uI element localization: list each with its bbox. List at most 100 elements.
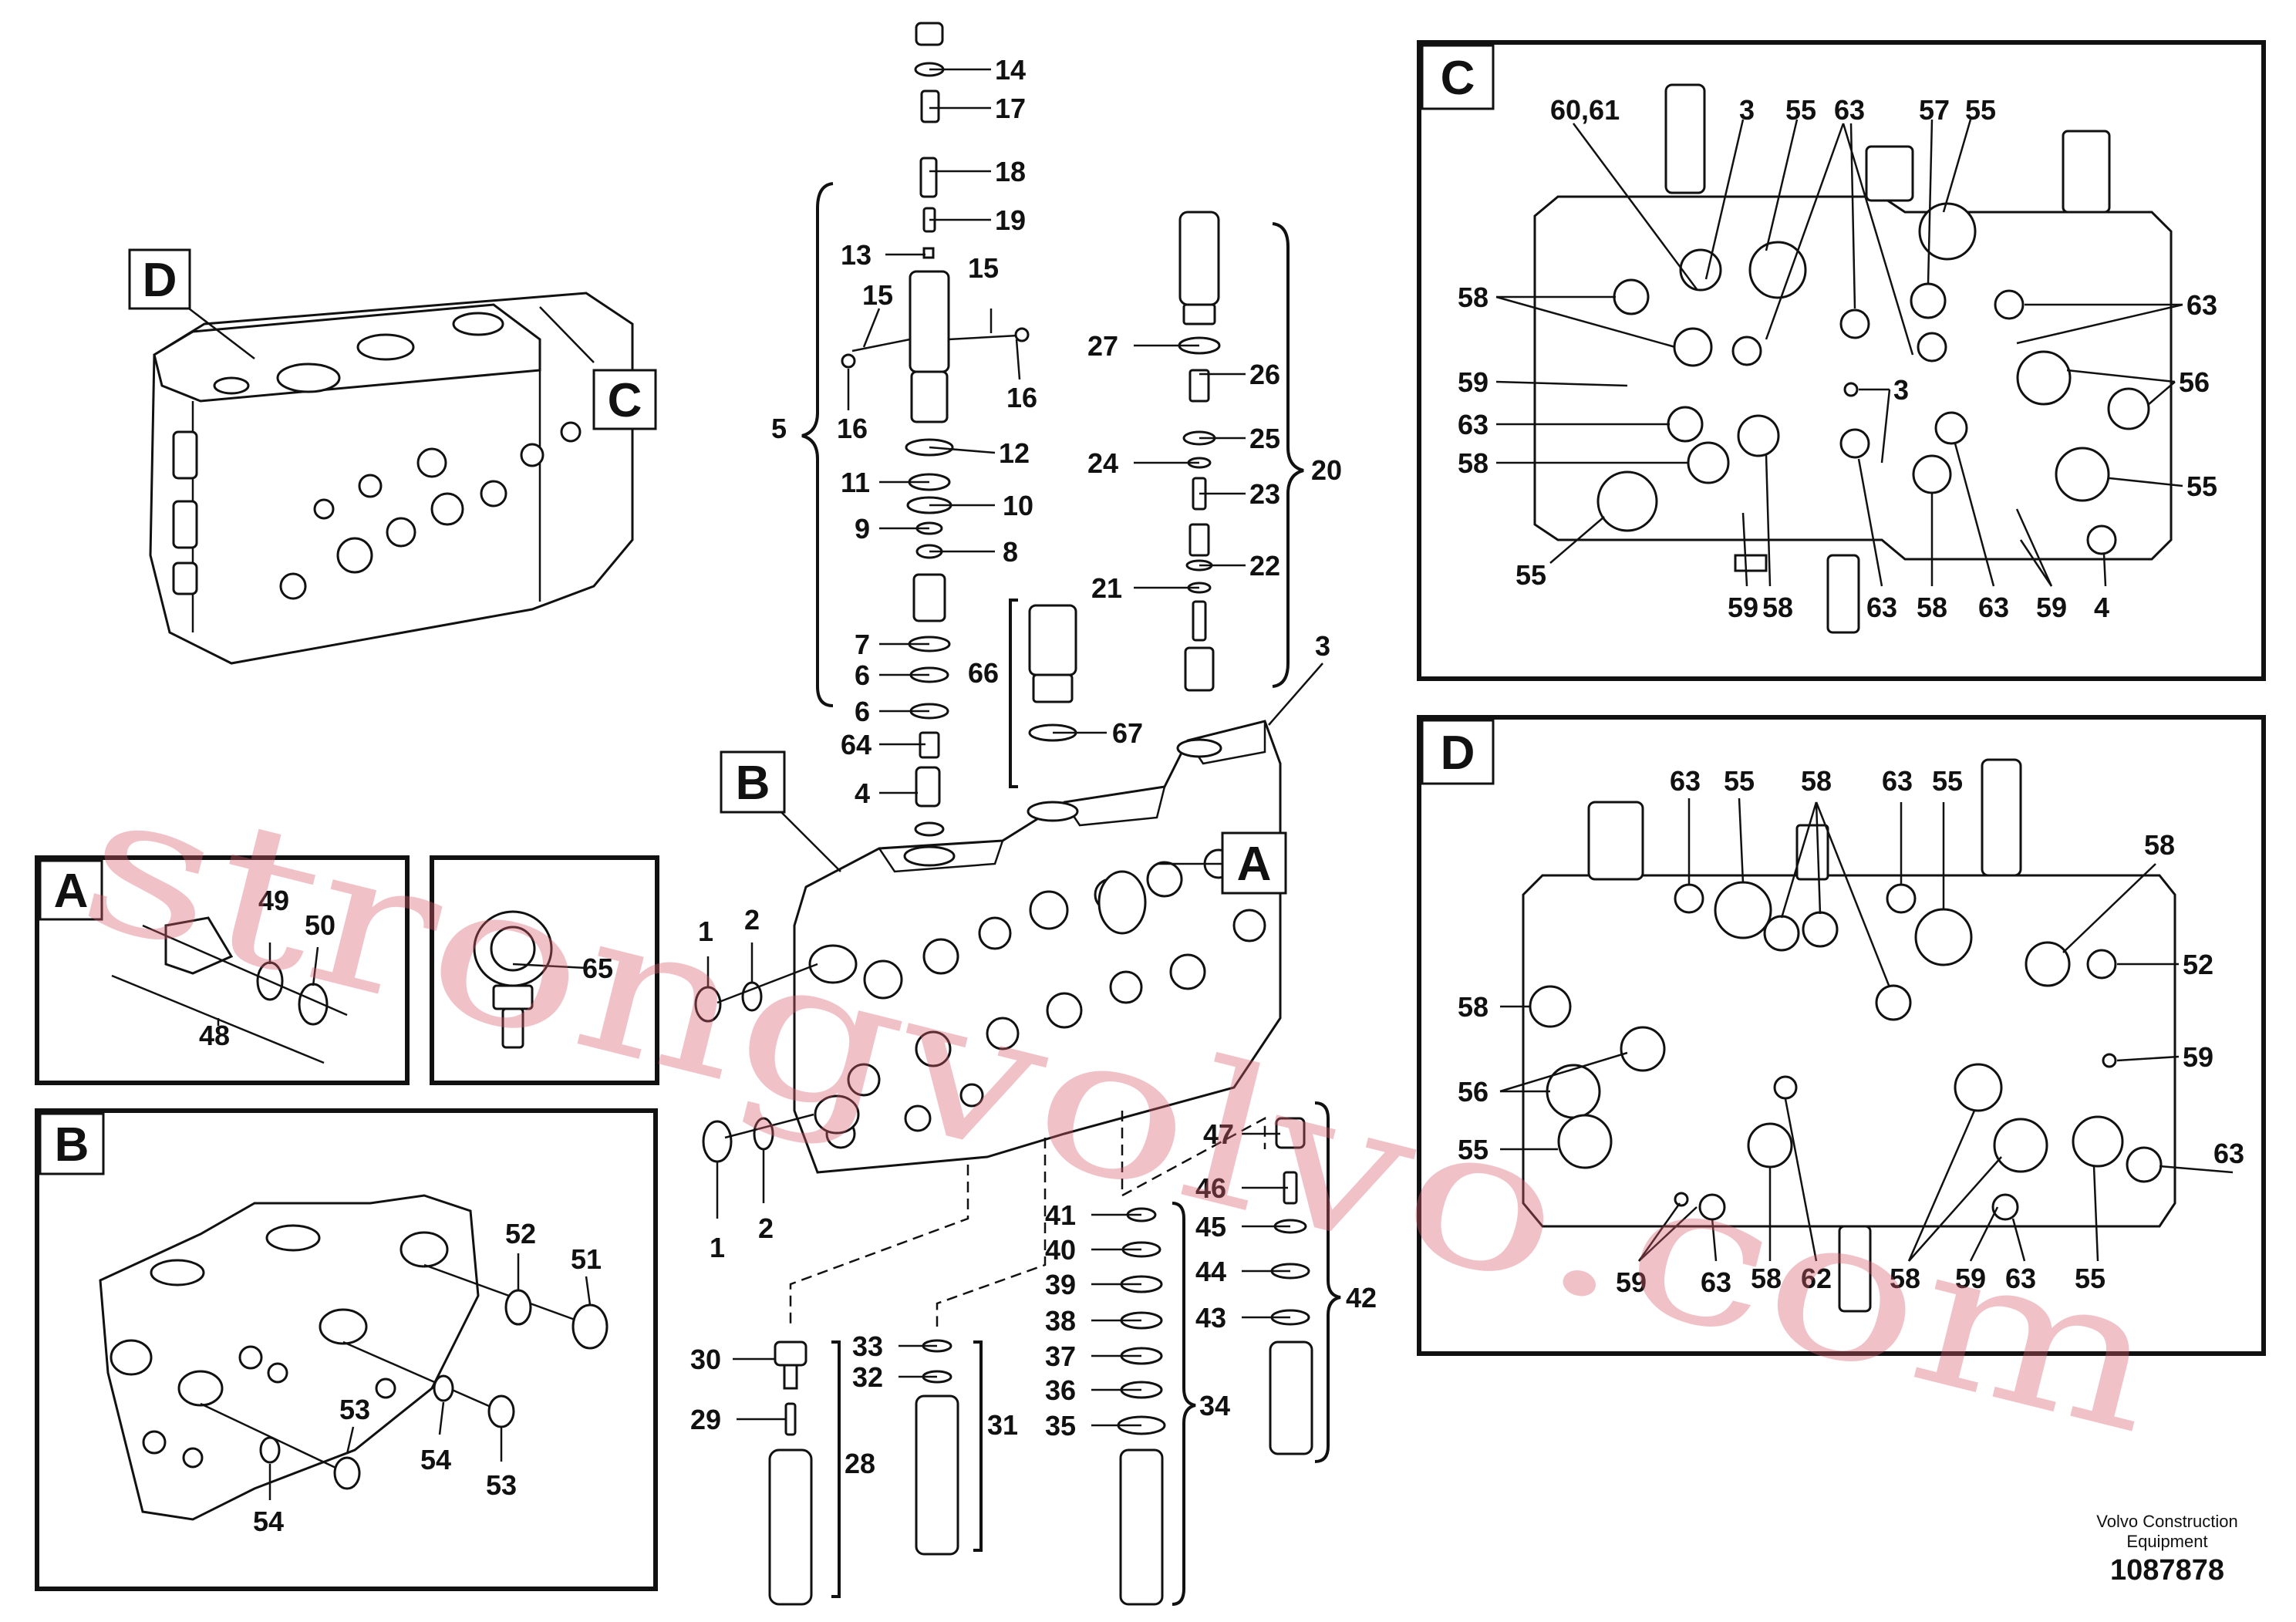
view-c-callout-4: 63 [1834,94,1865,126]
view-c-callout-17: 58 [1762,592,1793,623]
view-c-callout-15: 55 [1515,559,1546,591]
view-c-callout-19: 58 [1917,592,1947,623]
callout-2-bottom: 2 [758,1212,774,1244]
view-d-callout-7: 52 [2183,949,2213,980]
relief-valve-stack [841,22,1030,837]
box-a-label: A [54,865,89,918]
callout-16-left: 16 [837,413,868,444]
detail-box-b: B [35,1108,658,1591]
plugs-1-2 [694,943,818,1219]
callout-24: 24 [1087,447,1118,479]
callout-25: 25 [1249,423,1280,454]
callout-1-top: 1 [698,916,713,947]
callout-14: 14 [995,54,1026,86]
callout-35: 35 [1045,1410,1076,1442]
main-valve-body [793,720,1282,1174]
stack-leads [847,68,1021,794]
callout-29: 29 [690,1404,721,1435]
callout-9: 9 [855,513,870,545]
box-c-leads [1495,119,2183,587]
view-d-callout-4: 63 [1882,765,1913,797]
view-c-callout-18: 63 [1866,592,1897,623]
view-d-callout-10: 56 [1458,1076,1489,1108]
callout-51: 51 [571,1243,602,1275]
view-c-callout-5: 57 [1919,94,1950,126]
callout-38: 38 [1045,1305,1076,1337]
callout-5: 5 [771,413,787,444]
callout-44: 44 [1195,1256,1226,1287]
detail-box-a: A [35,855,410,1085]
callout-4: 4 [855,777,870,809]
view-d-callout-17: 58 [1890,1263,1920,1294]
brand-line-2: Equipment [2126,1532,2207,1551]
view-c-callout-20: 63 [1978,592,2009,623]
view-d-callout-19: 63 [2005,1263,2036,1294]
callout-13: 13 [841,239,872,271]
view-d-callout-5: 55 [1932,765,1963,797]
view-c-callout-8: 63 [2186,289,2217,321]
callout-67: 67 [1112,717,1143,749]
view-c-callout-3: 55 [1785,94,1816,126]
view-c-callout-2: 3 [1739,94,1755,126]
detail-box-eyebolt [430,855,659,1085]
view-c-callout-7: 58 [1458,282,1489,313]
callout-64: 64 [841,729,872,760]
callout-53-right: 53 [486,1469,517,1501]
view-d-callout-18: 59 [1955,1263,1986,1294]
spool-28 [733,1340,841,1606]
box-d-label: D [143,254,177,307]
view-d-callout-1: 63 [1670,765,1701,797]
callout-48: 48 [199,1020,230,1051]
callout-16-right: 16 [1006,382,1037,413]
box-a-pointer-label: A [1237,838,1272,891]
view-d-callout-6: 58 [2144,829,2175,861]
view-d-callout-9: 59 [2183,1041,2213,1073]
view-c-callout-12: 63 [1458,409,1489,440]
callout-43: 43 [1195,1302,1226,1334]
box-d-label: D [1441,727,1475,780]
callout-52: 52 [505,1218,536,1249]
callout-12: 12 [999,437,1030,469]
box-b-pointer-label: B [736,757,770,810]
callout-7: 7 [855,629,870,660]
callout-1-bottom: 1 [710,1232,725,1263]
callout-3: 3 [1315,630,1330,662]
callout-54-right: 54 [420,1444,451,1475]
box-d-leads [1499,798,2234,1262]
callout-39: 39 [1045,1269,1076,1300]
view-c-callout-6: 55 [1965,94,1996,126]
view-d-callout-13: 59 [1616,1266,1647,1298]
spool-34 [1091,1202,1196,1606]
callout-15-left: 15 [862,279,893,311]
view-d-callout-12: 63 [2213,1138,2244,1169]
callout-40: 40 [1045,1234,1076,1266]
callout-6-top: 6 [855,659,870,691]
callout-45: 45 [1195,1211,1226,1243]
overview-valve-drawing [149,292,634,665]
box-c-label: C [1441,52,1475,105]
callout-33: 33 [852,1330,883,1362]
view-c-callout-16: 59 [1728,592,1758,623]
callout-46: 46 [1195,1172,1226,1204]
callout-47: 47 [1203,1118,1234,1150]
view-d-callout-3: 58 [1801,765,1832,797]
callout-26: 26 [1249,359,1280,390]
callout-6-bottom: 6 [855,696,870,727]
callout-20: 20 [1311,454,1342,486]
callout-23: 23 [1249,478,1280,510]
callout-37: 37 [1045,1340,1076,1372]
callout-54-left: 54 [253,1506,284,1537]
callout-41: 41 [1045,1199,1076,1231]
drawing-number: 1087878 [2110,1554,2224,1587]
callout-31: 31 [987,1409,1018,1441]
callout-34: 34 [1199,1390,1230,1421]
view-c-callout-14: 55 [2186,470,2217,502]
view-c-callout-1: 60,61 [1550,94,1620,126]
view-c-callout-13: 58 [1458,447,1489,479]
callout-2-top: 2 [744,904,760,936]
view-c-callout-11: 3 [1893,374,1909,406]
callout-11: 11 [841,467,870,498]
callout-30: 30 [690,1344,721,1375]
stack-20-leads [1134,344,1246,589]
valve-stack-20 [1178,211,1304,692]
